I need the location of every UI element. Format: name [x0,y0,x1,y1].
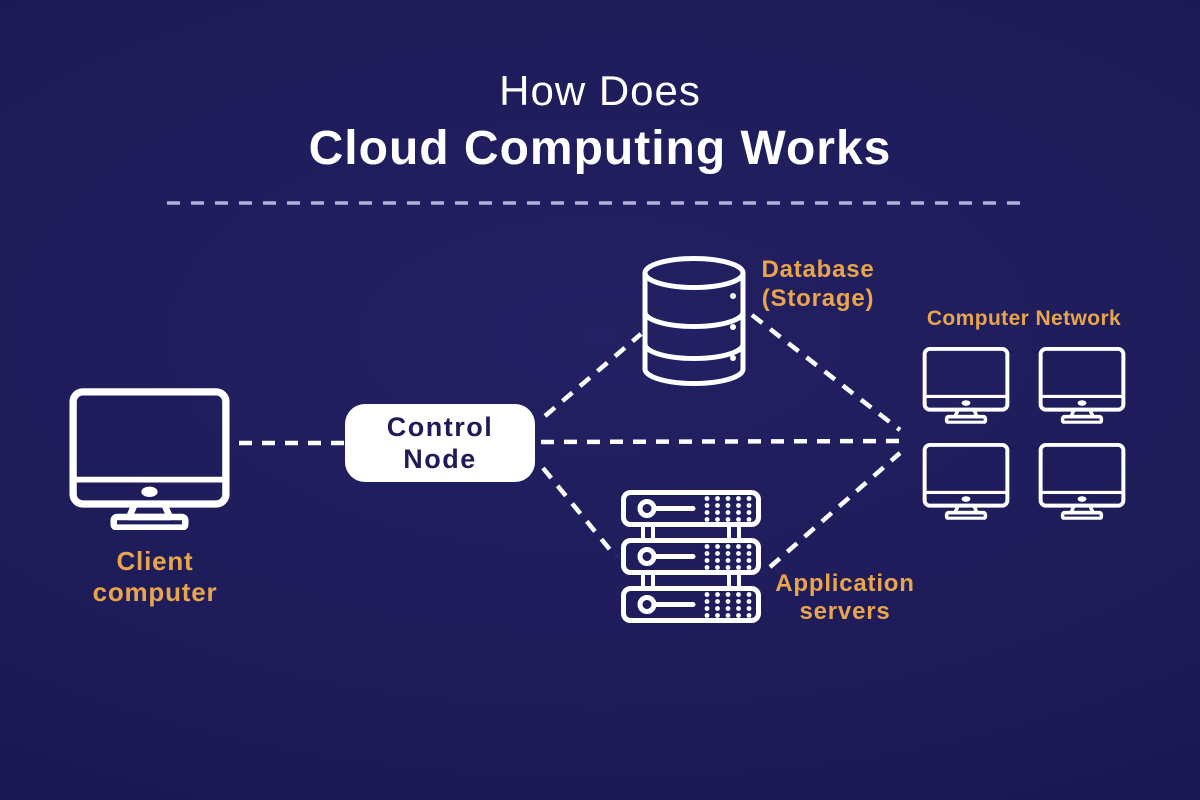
network-monitor-icon desktop-monitor-icon [922,346,1010,424]
client-computer-label: Client computer [35,546,275,608]
control-node-line-1: Control [386,412,494,442]
apps-label-line-1: Application [775,570,915,597]
connector-control-to-servers [541,466,618,559]
client-computer-icon desktop-monitor-icon [68,387,231,530]
control-node-box: Control Node [345,404,535,482]
database-label-line-1: Database [761,256,875,283]
computer-network-group [922,346,1126,520]
server-rack-icon [621,490,761,630]
page-title: How Does Cloud Computing Works [0,66,1200,178]
database-label-line-2: (Storage) [761,285,875,312]
connector-database-to-network [750,313,902,432]
connector-control-to-database [543,332,643,418]
database-label: Database (Storage) [728,255,908,313]
network-monitor-icon desktop-monitor-icon [1038,346,1126,424]
application-servers-label: Application servers [755,570,935,626]
network-monitor-icon desktop-monitor-icon [1038,442,1126,520]
computer-network-label: Computer Network [926,307,1122,330]
connector-servers-to-network [768,451,902,569]
apps-label-line-2: servers [799,598,891,625]
title-line-2: Cloud Computing Works [308,122,892,176]
control-node-line-2: Node [403,444,477,474]
client-label-line-2: computer [92,577,218,607]
connector-control-to-network [540,438,901,445]
client-label-line-1: Client [116,546,194,576]
title-line-1: How Does [499,67,701,114]
network-monitor-icon desktop-monitor-icon [922,442,1010,520]
